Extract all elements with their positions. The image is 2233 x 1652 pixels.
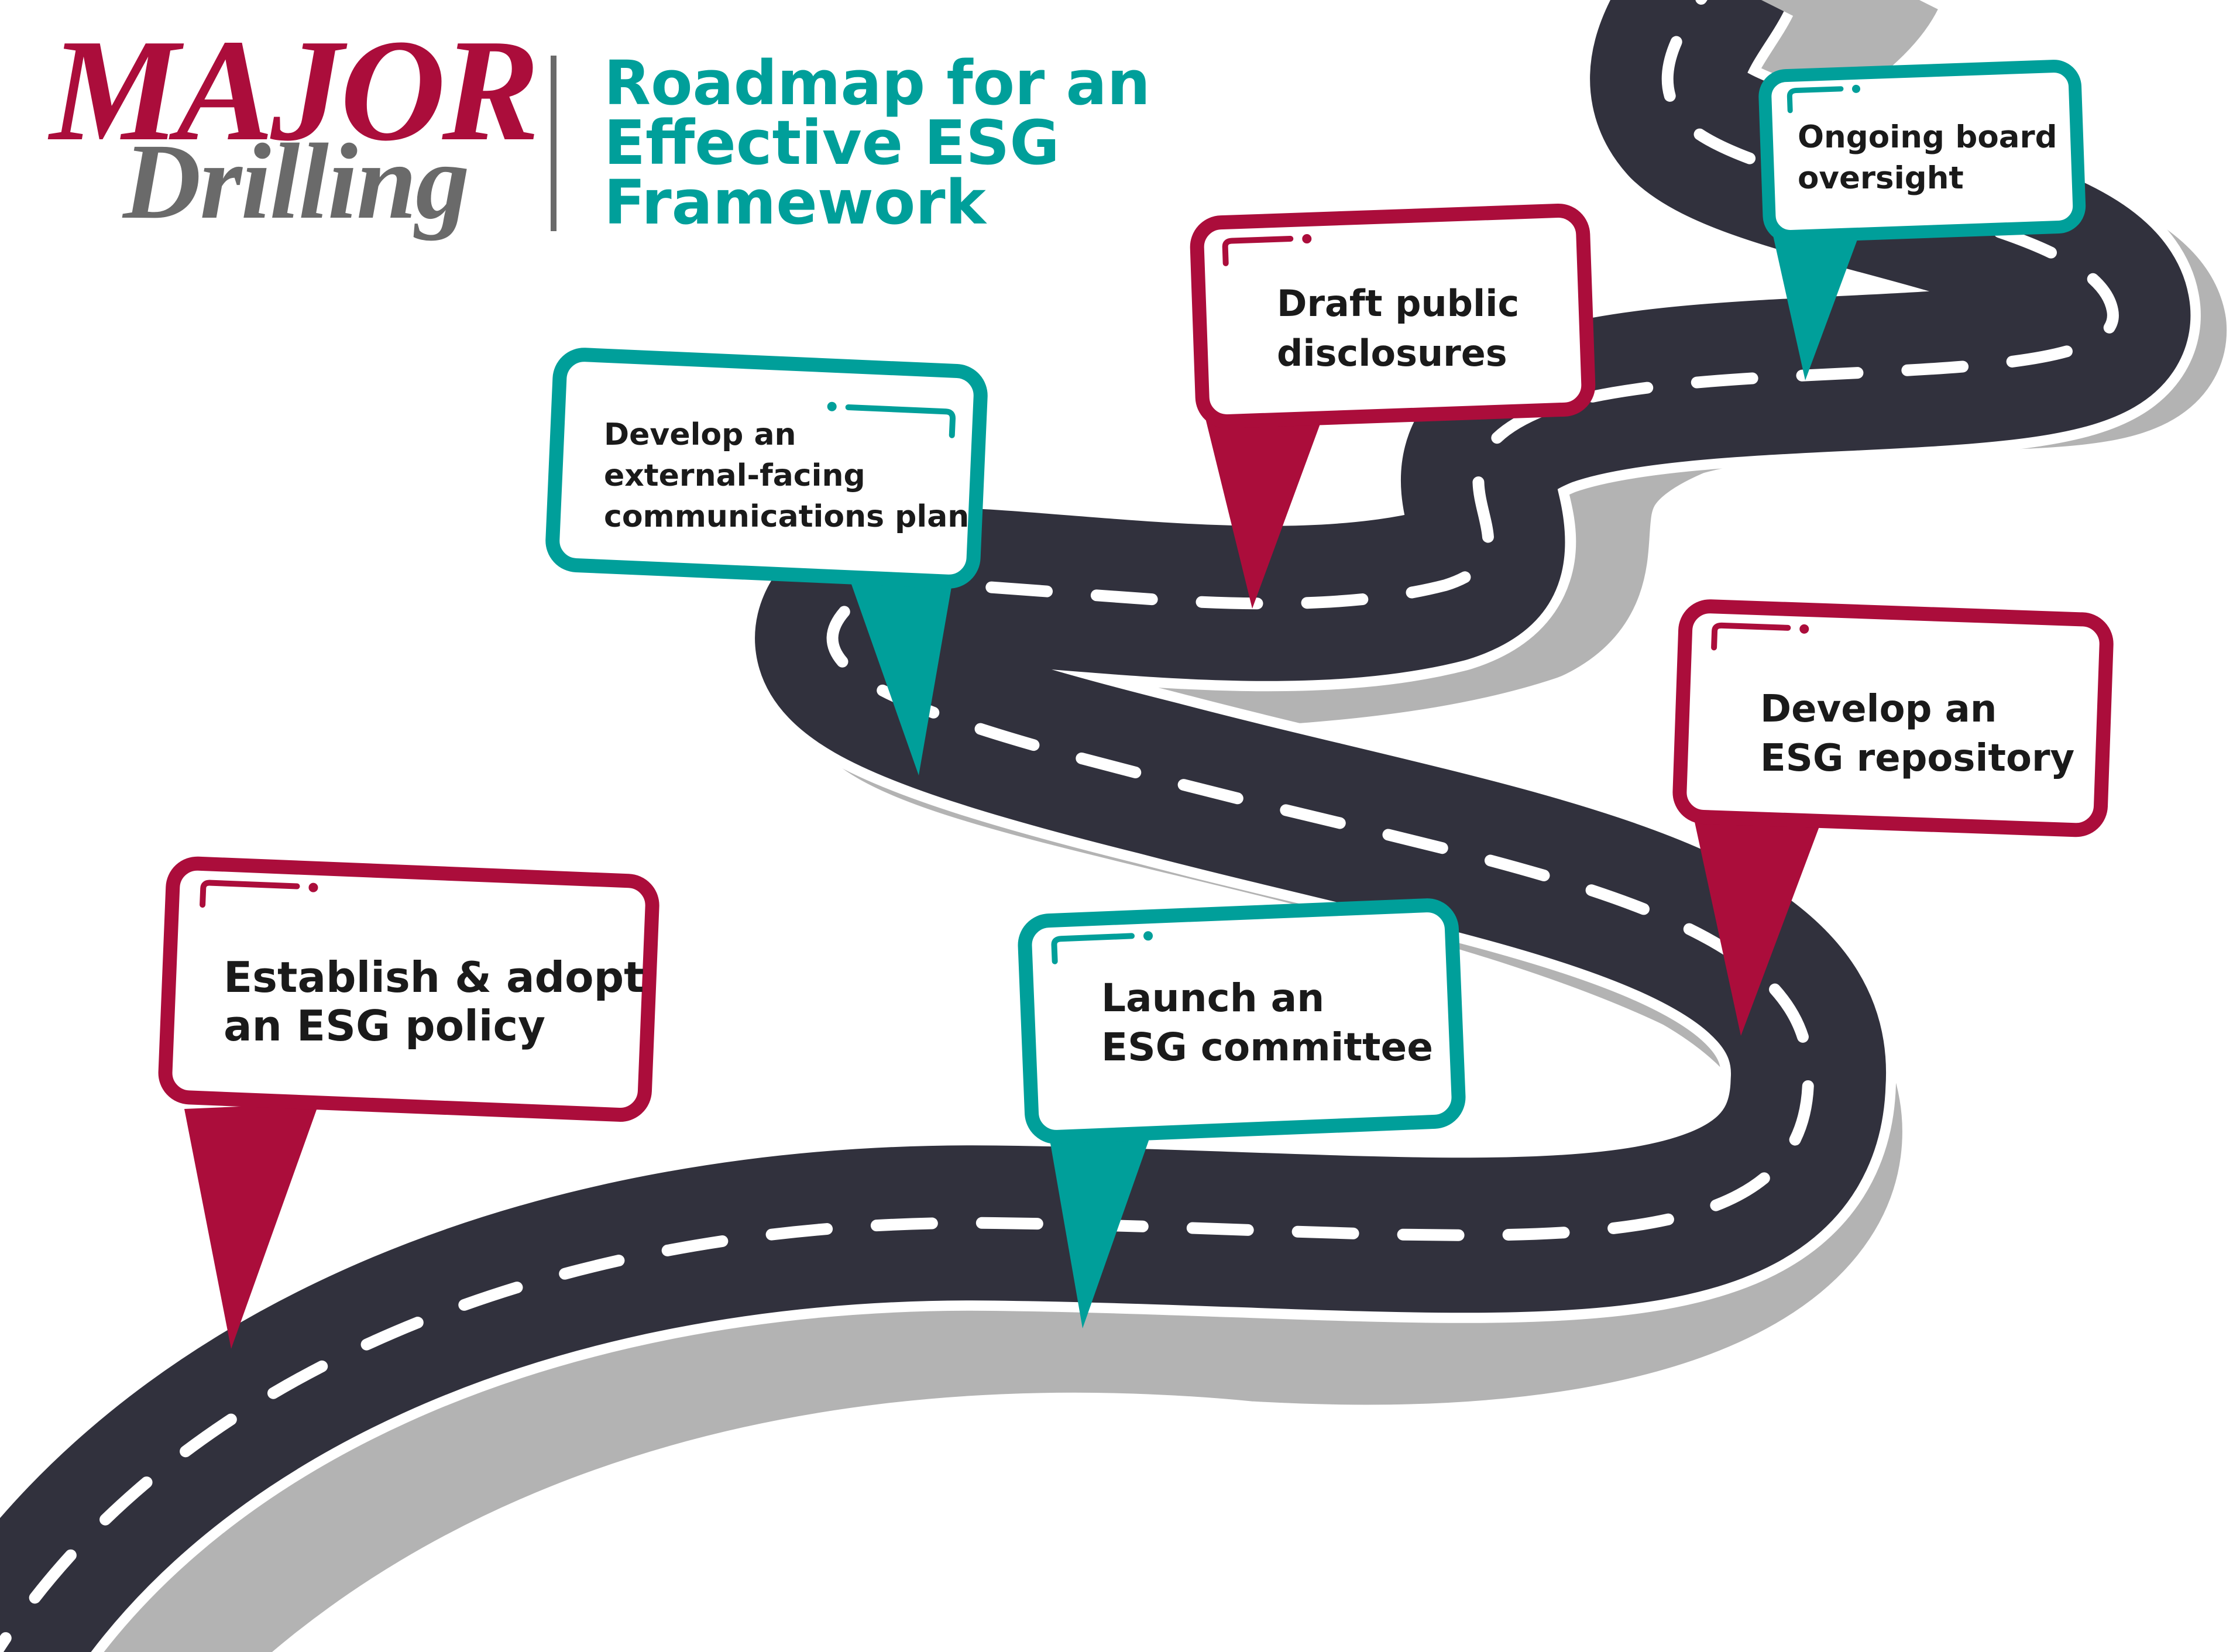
step-4-line-2: external-facing [604,458,865,493]
pin-pointer [1047,1121,1156,1328]
pin-corner-dot [827,401,837,411]
step-2-pin: Launch an ESG committee [1018,898,1466,1328]
pin-corner-accent [845,404,956,438]
header-divider [551,56,556,231]
pin-corner-accent [1051,933,1135,964]
step-3-line-1: Develop an [1760,688,1997,731]
step-1-line-1: Establish & adopt [224,953,644,1002]
pin-card [1672,599,2114,837]
step-5-pin: Draft public disclosures [1190,204,1596,609]
pin-corner-dot [1302,234,1312,244]
pin-corner-accent [1222,236,1294,266]
step-4-pin: Develop an external-facing communication… [545,348,988,775]
step-4-line-3: communications plan [604,499,969,534]
step-1-line-2: an ESG policy [224,1001,545,1050]
road-center-dashes [0,0,2113,1652]
pin-corner-accent [1787,86,1844,114]
pin-pointer [846,568,954,775]
step-3-pin: Develop an ESG repository [1672,599,2114,1036]
step-4-line-1: Develop an [604,417,796,452]
pin-pointer [1205,410,1325,609]
pin-card [158,856,659,1122]
pin-corner-dot [308,882,318,892]
step-6-pin: Ongoing board oversight [1758,60,2086,380]
pin-pointer [1694,819,1820,1036]
logo-major-text: MAJOR [47,9,536,171]
logo-drilling-text: Drilling [122,122,469,242]
title-line-3: Framework [604,167,988,238]
pin-corner-dot [1799,624,1809,634]
step-6-line-2: oversight [1798,160,1964,196]
pin-pointer [1770,222,1864,380]
step-5-line-1: Draft public [1277,282,1519,325]
step-1-pin: Establish & adopt an ESG policy [158,856,659,1349]
pin-corner-accent [200,880,300,908]
brand-logo: MAJOR Drilling [47,9,540,242]
pin-card [1190,204,1596,428]
step-3-line-2: ESG repository [1760,737,2074,780]
pin-pointer [184,1103,319,1349]
step-5-line-2: disclosures [1277,332,1507,375]
pin-card [1018,898,1466,1144]
step-2-line-2: ESG committee [1101,1025,1433,1070]
pin-corner-accent [1711,622,1791,651]
title-line-2: Effective ESG [604,107,1060,178]
step-2-line-1: Launch an [1101,976,1324,1021]
pin-card [1758,60,2086,243]
title-line-1: Roadmap for an [604,47,1150,119]
step-6-line-1: Ongoing board [1798,119,2057,155]
page-title: Roadmap for an Effective ESG Framework [604,47,1150,238]
pin-corner-dot [1851,84,1860,93]
pin-card [545,348,988,589]
pin-corner-dot [1143,931,1153,941]
